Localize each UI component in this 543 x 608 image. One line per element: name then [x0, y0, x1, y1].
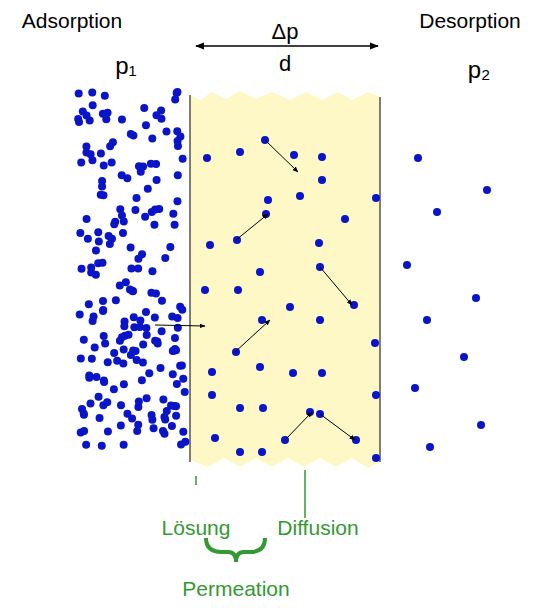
brace	[206, 538, 265, 562]
process-label: Diffusion	[277, 517, 358, 538]
membrane-surface	[380, 97, 381, 462]
pressure-label: p₁	[115, 54, 136, 78]
region-label: Desorption	[419, 10, 521, 31]
membrane	[190, 91, 380, 468]
thickness-label: d	[279, 53, 291, 75]
membrane-surface	[190, 95, 191, 462]
process-label: Permeation	[182, 578, 289, 599]
leader-lines	[196, 470, 305, 518]
pressure-label: p₂	[468, 58, 491, 82]
pressure-difference: Δp	[272, 21, 299, 43]
process-label: Lösung	[162, 517, 231, 538]
molecule-paths	[155, 140, 355, 440]
region-label: Adsorption	[22, 10, 122, 31]
gas-molecules	[74, 88, 491, 462]
thickness-arrow	[196, 45, 378, 47]
